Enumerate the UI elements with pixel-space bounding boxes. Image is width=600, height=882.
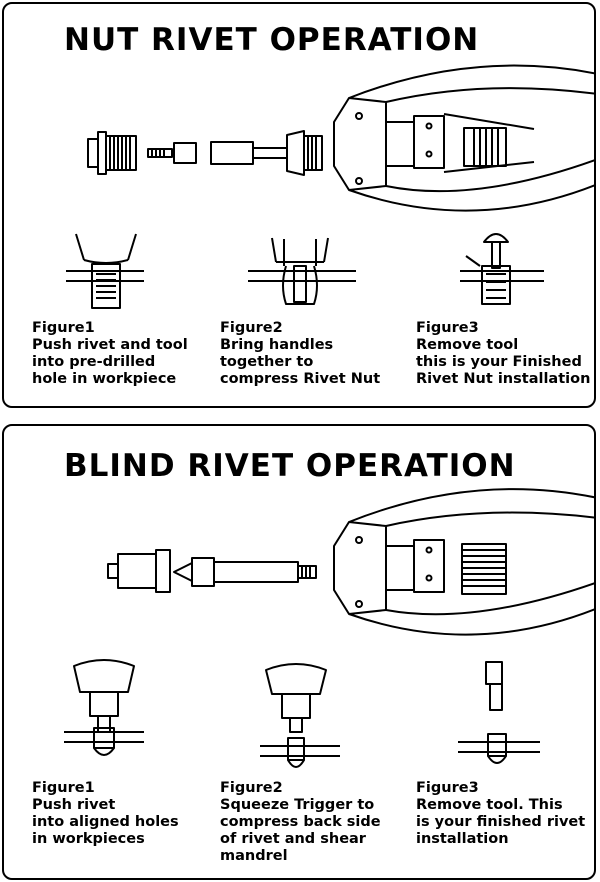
blind-figure2-drawing [260, 663, 340, 768]
caption-line: into aligned holes [32, 814, 179, 830]
caption-line: Remove tool. This [416, 797, 563, 813]
nut-rivet-illustrations [66, 64, 594, 309]
caption-line: compress Rivet Nut [220, 371, 381, 387]
nut-figure3-caption: Figure3 Remove tool this is your Finishe… [416, 320, 590, 388]
caption-label: Figure3 [416, 320, 479, 336]
nut-figure2-caption: Figure2 Bring handles together to compre… [220, 320, 380, 388]
caption-line: Squeeze Trigger to [220, 797, 375, 813]
caption-line: into pre-drilled [32, 354, 156, 370]
blind-figure1-drawing [64, 659, 144, 756]
caption-label: Figure2 [220, 780, 283, 796]
caption-line: together to [220, 354, 314, 370]
caption-label: Figure3 [416, 780, 479, 796]
nut-rivet-panel: NUT RIVET OPERATION [2, 2, 596, 408]
caption-line: Push rivet [32, 797, 116, 813]
blind-rivet-exploded-parts [107, 549, 317, 593]
blind-rivet-panel: BLIND RIVET OPERATION [2, 424, 596, 880]
caption-line: compress back side [220, 814, 381, 830]
caption-line: this is your Finished [416, 354, 582, 370]
caption-line: Push rivet and tool [32, 337, 188, 353]
rivet-tool-drawing [333, 488, 594, 636]
caption-line: mandrel [220, 848, 288, 864]
caption-line: of rivet and shear [220, 831, 366, 847]
blind-rivet-illustrations [64, 488, 594, 768]
caption-label: Figure1 [32, 320, 95, 336]
caption-label: Figure1 [32, 780, 95, 796]
caption-line: installation [416, 831, 509, 847]
nut-figure1-drawing [66, 233, 144, 309]
nut-figure3-drawing [460, 233, 544, 305]
caption-line: Bring handles [220, 337, 334, 353]
caption-label: Figure2 [220, 320, 283, 336]
caption-line: in workpieces [32, 831, 145, 847]
caption-line: Remove tool [416, 337, 519, 353]
blind-figure3-caption: Figure3 Remove tool. This is your finish… [416, 780, 585, 848]
blind-rivet-title: BLIND RIVET OPERATION [64, 448, 516, 484]
caption-line: Rivet Nut installation [416, 371, 591, 387]
caption-line: hole in workpiece [32, 371, 177, 387]
nut-figure2-drawing [248, 237, 356, 305]
blind-figure3-drawing [458, 661, 540, 764]
caption-line: is your finished rivet [416, 814, 586, 830]
blind-figure2-caption: Figure2 Squeeze Trigger to compress back… [220, 780, 381, 865]
nut-figure1-caption: Figure1 Push rivet and tool into pre-dri… [32, 320, 188, 388]
nut-rivet-title: NUT RIVET OPERATION [64, 22, 480, 58]
nut-rivet-exploded-parts [87, 130, 323, 176]
blind-figure1-caption: Figure1 Push rivet into aligned holes in… [32, 780, 179, 848]
rivet-tool-drawing [333, 64, 594, 212]
